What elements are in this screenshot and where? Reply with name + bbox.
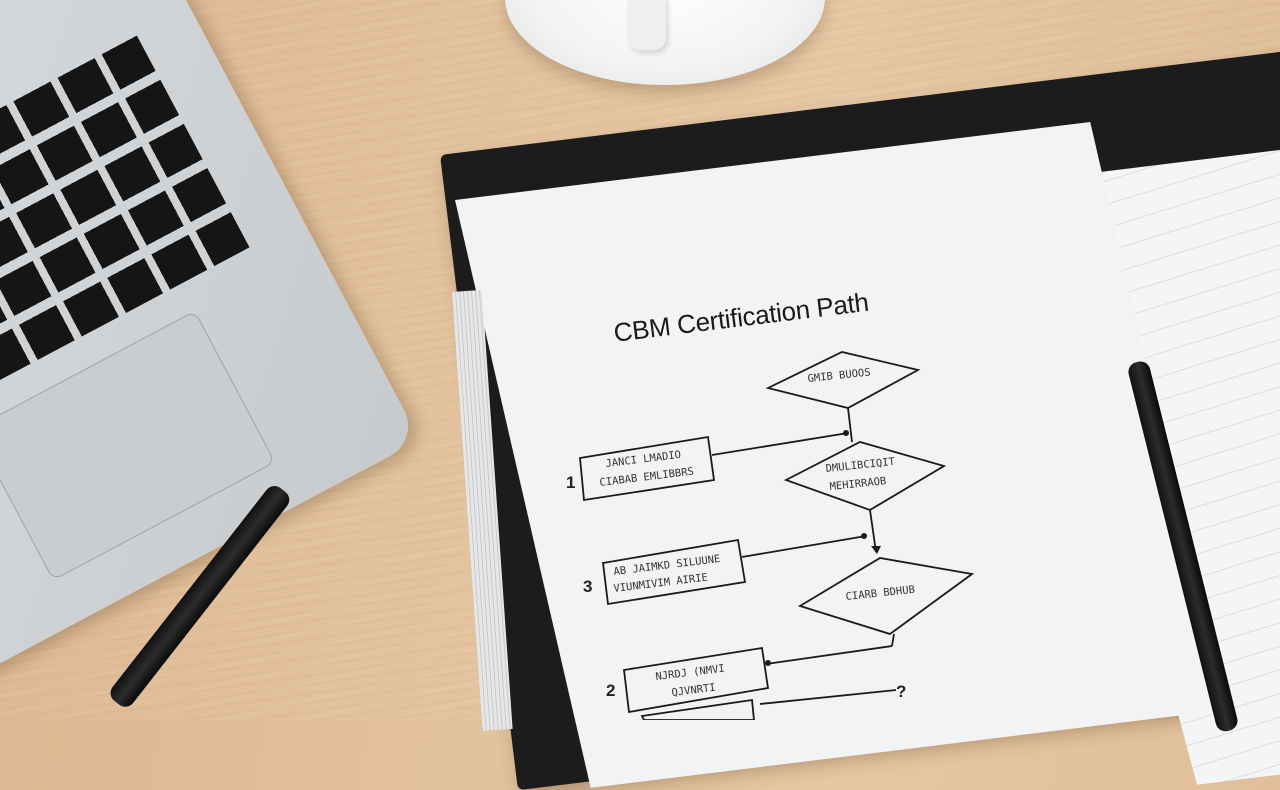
flowchart-box-2	[623, 646, 770, 714]
box-2-label-line1: NJRDJ (NMVI	[655, 663, 725, 683]
arrow-head-icon	[765, 660, 771, 666]
diamond-1-label: GMIB BUOOS	[807, 366, 871, 385]
step-number-1: 1	[566, 473, 575, 492]
arrow-down-icon	[871, 546, 881, 554]
arrow-head-icon	[861, 533, 867, 539]
flowchart-box-4	[640, 698, 755, 720]
diamond-2-label-line2: MEHIRRAOB	[829, 475, 887, 493]
flowchart-diamond-2	[783, 441, 947, 511]
diamond-2-label-line1: DMULIBCIQIT	[825, 456, 896, 475]
arrow-head-icon	[843, 430, 849, 436]
flowchart-diagram: GMIB BUOOS DMULIBCIQIT MEHIRRAOB CIARB B…	[566, 351, 975, 720]
flowchart-box-1	[579, 435, 716, 502]
end-question-mark: ?	[896, 682, 906, 701]
flowchart-diamond-3	[797, 557, 975, 635]
step-number-2: 2	[606, 681, 615, 700]
coffee-cup-handle	[628, 0, 666, 50]
flowchart-box-3	[602, 538, 747, 606]
box-2-label-line2: QJVNRTI	[671, 682, 716, 699]
step-number-3: 3	[583, 577, 592, 596]
diamond-3-label: CIARB BDHUB	[845, 584, 915, 603]
flowchart-diamond-1	[765, 351, 921, 409]
